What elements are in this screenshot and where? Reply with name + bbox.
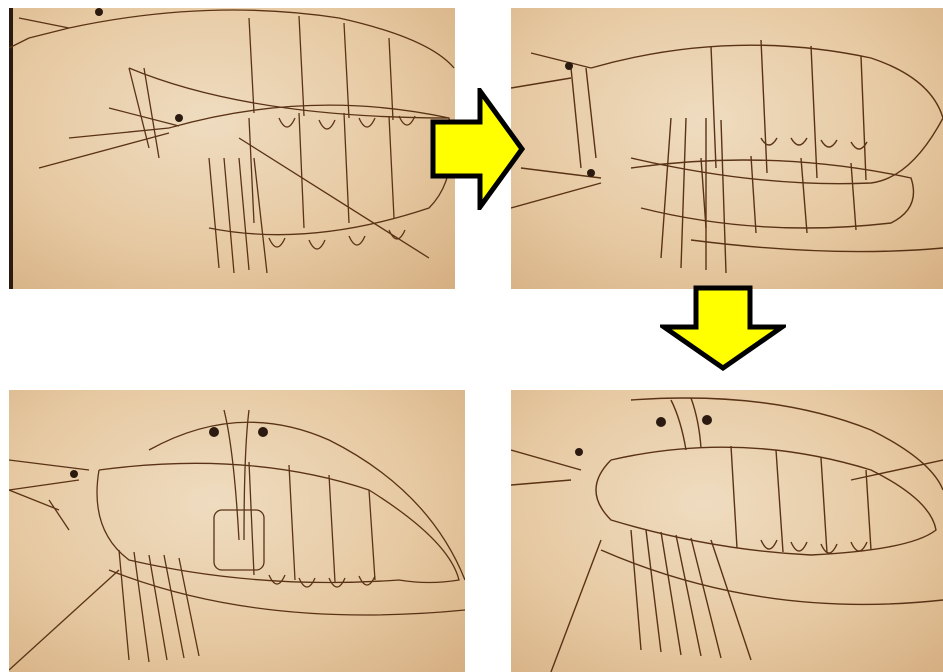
shrimp-sketch-3 [9,390,465,672]
shrimp-sketch-2 [511,8,943,289]
shrimp-drawing-panel-1 [9,8,455,289]
shrimp-sketch-4 [511,390,943,672]
shrimp-sketch-1 [9,8,455,289]
arrow-right-icon [430,88,525,210]
shrimp-drawing-panel-2 [511,8,943,289]
arrow-down-icon [660,285,786,371]
shrimp-drawing-panel-4 [511,390,943,672]
shrimp-drawing-panel-3 [9,390,465,672]
